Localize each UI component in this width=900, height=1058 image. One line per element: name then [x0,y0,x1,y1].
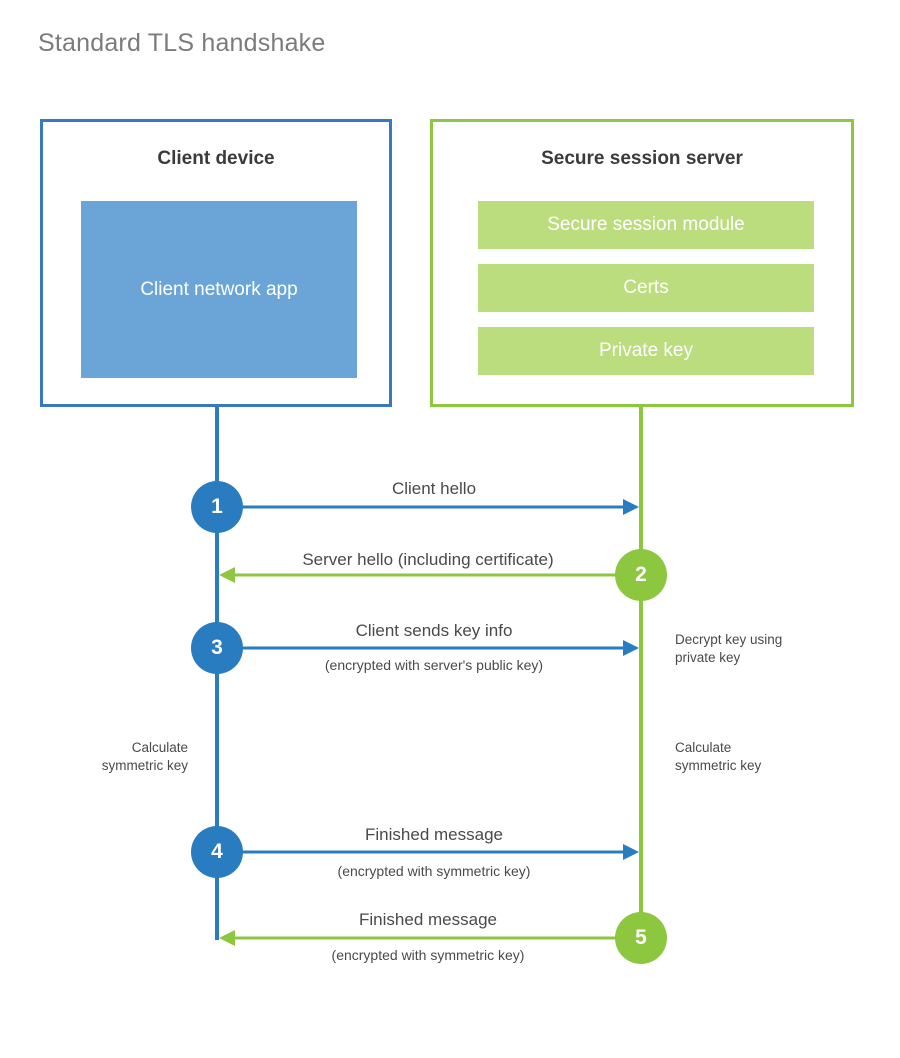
step-badge-1: 1 [191,481,243,533]
server-component-secure-session-module: Secure session module [478,201,814,249]
arrow-sublabel-3: (encrypted with server's public key) [324,657,544,673]
secure-session-server-title: Secure session server [541,148,743,169]
arrow-head-3 [623,640,639,656]
arrow-label-3: Client sends key info [355,621,513,640]
arrow-head-4 [623,844,639,860]
client-device-box: Client device Client network app [40,119,392,407]
arrow-head-5 [219,930,235,946]
note-calculate-symmetric-key-client: Calculate symmetric key [101,740,188,773]
step-badge-3: 3 [191,622,243,674]
page-title: Standard TLS handshake [38,29,326,57]
secure-session-server-box: Secure session server Secure session mod… [430,119,854,407]
step-badge-2: 2 [615,549,667,601]
arrow-label-1: Client hello [391,479,477,498]
arrow-head-1 [623,499,639,515]
arrow-label-2: Server hello (including certificate) [302,550,554,569]
server-component-private-key: Private key [478,327,814,375]
arrow-sublabel-5: (encrypted with symmetric key) [331,947,525,963]
arrow-sublabel-4: (encrypted with symmetric key) [337,863,531,879]
arrow-label-5: Finished message [359,910,497,929]
step-badge-5: 5 [615,912,667,964]
client-network-app-block: Client network app [81,201,357,378]
arrow-label-4: Finished message [365,825,503,844]
server-component-certs: Certs [478,264,814,312]
client-device-title: Client device [157,148,275,169]
note-calculate-symmetric-key-server: Calculate symmetric key [675,740,762,773]
note-decrypt-key: Decrypt key using private key [675,632,783,665]
step-badge-4: 4 [191,826,243,878]
